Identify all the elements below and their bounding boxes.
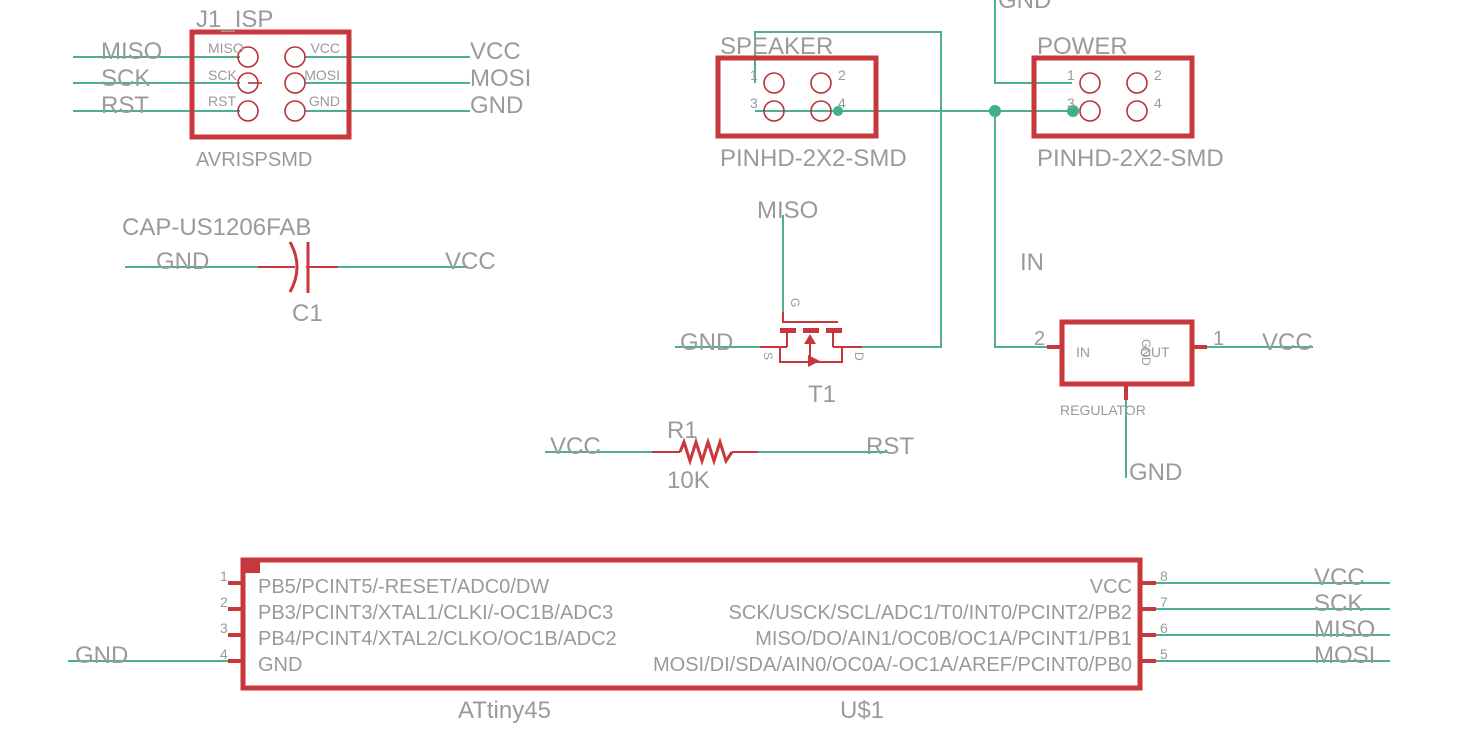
mcu-pin-label: PB5/PCINT5/-RESET/ADC0/DW [258,576,549,598]
net-label: MOSI [1314,642,1375,669]
regulator-pin-num: 2 [1034,328,1045,350]
isp-name: J1_ISP [196,6,273,33]
wire-in-regulator[interactable] [994,111,1060,348]
mcu-pin-label: PB4/PCINT4/XTAL2/CLKO/OC1B/ADC2 [258,628,617,650]
speaker-value: PINHD-2X2-SMD [720,145,907,172]
power-value: PINHD-2X2-SMD [1037,145,1224,172]
power-pin-num: 4 [1154,95,1162,111]
mcu-pin-num: 3 [220,620,228,636]
isp-value: AVRISPSMD [196,149,312,171]
net-label: SCK [1314,590,1363,617]
isp-pin-label: MISO [208,40,244,56]
mcu-pin-num: 5 [1160,646,1168,662]
speaker-pin-num: 3 [750,95,758,111]
net-label: MOSI [470,65,531,92]
wire-speaker-drain[interactable] [754,31,942,348]
power-pin-num: 3 [1067,95,1075,111]
net-label: GND [998,0,1051,14]
mcu-pin-label: SCK/USCK/SCL/ADC1/T0/INT0/PCINT2/PB2 [729,602,1132,624]
isp-pin-label: VCC [310,40,340,56]
mcu-value: ATtiny45 [458,697,551,724]
speaker-name: SPEAKER [720,33,833,60]
net-label: GND [470,92,523,119]
net-label: VCC [550,433,601,460]
power-header[interactable]: 1 2 3 4 POWER PINHD-2X2-SMD GND [994,0,1224,172]
net-label: GND [75,642,128,669]
capacitor-value: CAP-US1206FAB [122,214,311,241]
isp-header-part[interactable]: MISO SCK RST VCC MOSI GND J1_ISP AVRISPS… [73,6,531,171]
mcu-pin-label: PB3/PCINT3/XTAL1/CLKI/-OC1B/ADC3 [258,602,613,624]
mosfet-pin-s: S [761,352,775,360]
voltage-regulator[interactable]: IN 2 1 IN OUT GND REGULATOR VCC GND [1020,249,1313,486]
mosfet-pin-d: D [852,352,866,361]
isp-pad [237,100,259,122]
speaker-pin-num: 4 [838,95,846,111]
mcu-pin-num: 8 [1160,568,1168,584]
speaker-pin-num: 2 [838,67,846,83]
mcu-pin-num: 7 [1160,594,1168,610]
speaker-header[interactable]: 1 2 3 4 SPEAKER PINHD-2X2-SMD [715,31,1072,348]
isp-pad [284,72,306,94]
isp-pin-label: SCK [208,67,237,83]
isp-pad [284,46,306,68]
net-label: VCC [1314,564,1365,591]
net-label: VCC [470,38,521,65]
mcu-pin-num: 6 [1160,620,1168,636]
power-pin-num: 2 [1154,67,1162,83]
net-label: SCK [101,65,150,92]
resistor-name: R1 [667,417,698,444]
isp-body [189,29,352,140]
isp-pin-label: RST [208,93,236,109]
net-label: MISO [757,197,818,224]
net-label: IN [1020,249,1044,276]
mcu-pin-num: 4 [220,646,228,662]
junction-dot [833,106,843,116]
net-label: GND [680,329,733,356]
net-label: GND [156,248,209,275]
regulator-name: REGULATOR [1060,402,1146,418]
mcu-pin-num: 2 [220,594,228,610]
net-label: MISO [101,38,162,65]
net-label: VCC [1262,329,1313,356]
speaker-pin-num: 1 [750,67,758,83]
mcu-pin-label: GND [258,654,302,676]
mcu-attiny45[interactable]: 1 2 3 4 PB5/PCINT5/-RESET/ADC0/DW PB3/PC… [68,557,1390,724]
mcu-pin-label: VCC [1090,576,1132,598]
resistor-value: 10K [667,467,710,494]
regulator-pin-label: GND [1139,339,1153,366]
regulator-pin-num: 1 [1213,328,1224,350]
mcu-pin-num: 1 [220,568,228,584]
regulator-pin-label: IN [1076,344,1090,360]
capacitor-c1[interactable]: CAP-US1206FAB C1 GND VCC [122,214,496,327]
mosfet-t1[interactable]: G S D T1 MISO GND [675,197,866,408]
power-pin-num: 1 [1067,67,1075,83]
net-label: MISO [1314,616,1375,643]
mosfet-name: T1 [808,381,836,408]
junction-dot [1067,105,1079,117]
power-body [1031,55,1195,139]
speaker-body [715,55,879,139]
isp-pad [237,46,259,68]
mcu-name: U$1 [840,697,884,724]
power-name: POWER [1037,33,1128,60]
mosfet-pin-g: G [788,298,802,307]
resistor-r1[interactable]: R1 10K VCC RST [545,417,914,494]
net-label: GND [1129,459,1182,486]
isp-pin-label: MOSI [304,67,340,83]
net-label: VCC [445,248,496,275]
mcu-pin-label: MOSI/DI/SDA/AIN0/OC0A/-OC1A/AREF/PCINT0/… [653,654,1132,676]
isp-pin-label: GND [309,93,340,109]
net-label: RST [101,92,149,119]
isp-pad [284,100,306,122]
mcu-body [240,557,1143,691]
mcu-pin-label: MISO/DO/AIN1/OC0B/OC1A/PCINT1/PB1 [755,628,1132,650]
capacitor-name: C1 [292,300,323,327]
wire-gnd[interactable] [994,0,1072,84]
net-label: RST [866,433,914,460]
regulator-pin-label: OUT [1140,344,1170,360]
